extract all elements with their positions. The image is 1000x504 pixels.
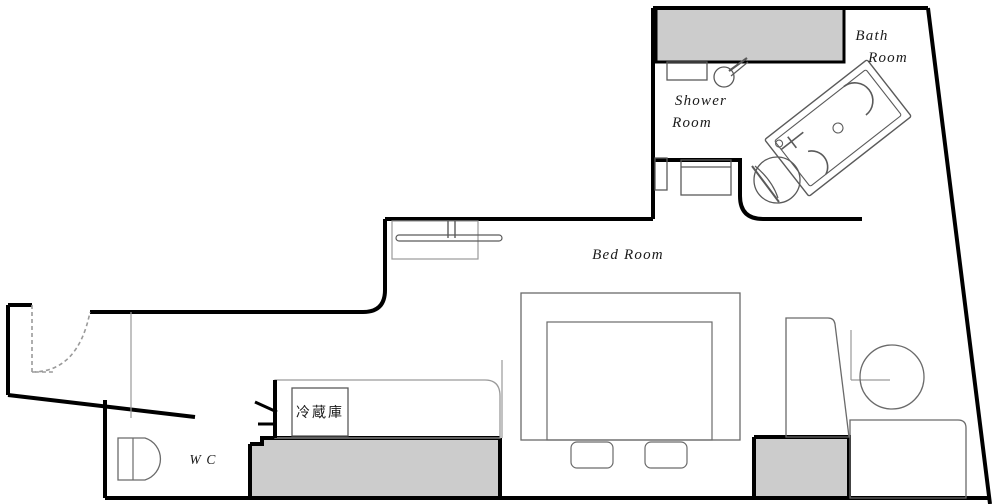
label-refrigerator: 冷蔵庫 — [296, 404, 344, 421]
bed-duvet — [546, 321, 713, 441]
armchair-outline — [849, 419, 967, 499]
pillow-left — [570, 441, 614, 469]
shower-head-arm2 — [730, 61, 749, 77]
bathtub-faucet-handle — [787, 136, 798, 149]
wall-bedroom-left-curved — [137, 219, 387, 314]
bathtub-inner — [774, 69, 902, 187]
exterior-walls — [6, 6, 992, 504]
refrigerator-box — [291, 387, 349, 437]
toilet — [117, 437, 162, 481]
entrance-door-swing-arc — [31, 311, 91, 373]
shower-room-fixtures — [654, 57, 749, 196]
shower-head-icon — [713, 66, 735, 88]
counter-unit — [254, 379, 501, 439]
bath-stool-bar — [751, 165, 780, 203]
bath-round-stool — [753, 156, 801, 204]
bath-stool-arc — [754, 165, 779, 199]
shower-head-arm — [728, 57, 748, 72]
label-wc: W C — [190, 452, 217, 467]
label-shower-room-line2: Room — [671, 115, 712, 131]
label-bath-room-line2: Room — [867, 50, 908, 66]
label-shower-room-line1: Shower — [675, 93, 727, 109]
counter-outline — [274, 379, 501, 439]
bathtub-drain — [832, 122, 844, 134]
bathtub-headrest-left — [807, 150, 829, 175]
wardrobe-closet — [391, 220, 503, 260]
wall-right-slanted — [926, 7, 992, 504]
entrance-door[interactable] — [31, 305, 91, 373]
desk-chair — [859, 344, 925, 410]
interior-thin-lines — [130, 312, 890, 438]
wardrobe-hanging-rod — [395, 234, 503, 242]
shower-stool — [680, 159, 732, 196]
desk-area — [785, 317, 967, 499]
bathtub-faucet-spout — [780, 131, 804, 151]
vanity-counter-outline — [654, 6, 846, 64]
desk-base-fill — [754, 437, 849, 498]
desk-outline — [785, 317, 850, 438]
vanity-counter-fill — [656, 8, 844, 62]
shower-side-panel — [654, 157, 668, 191]
pillow-right — [644, 441, 688, 469]
label-bed-room: Bed Room — [592, 247, 664, 263]
wall-bath-partition-curved — [653, 158, 862, 221]
counter-handle-line — [254, 400, 278, 414]
grey-fill-group — [250, 8, 849, 498]
bathtub-outer — [764, 59, 912, 197]
wash-basin — [666, 61, 708, 81]
toilet-bowl — [117, 437, 162, 481]
double-bed — [520, 292, 741, 469]
wardrobe-outline — [391, 220, 479, 260]
bathtub-headrest-right — [843, 82, 874, 116]
bath-room-fixtures — [751, 59, 912, 204]
wall-entrance-bottom-slant — [7, 393, 196, 419]
label-bath-room-line1: Bath — [855, 28, 888, 44]
bathtub-faucet-knob — [775, 139, 784, 148]
counter-base-fill — [250, 438, 500, 498]
